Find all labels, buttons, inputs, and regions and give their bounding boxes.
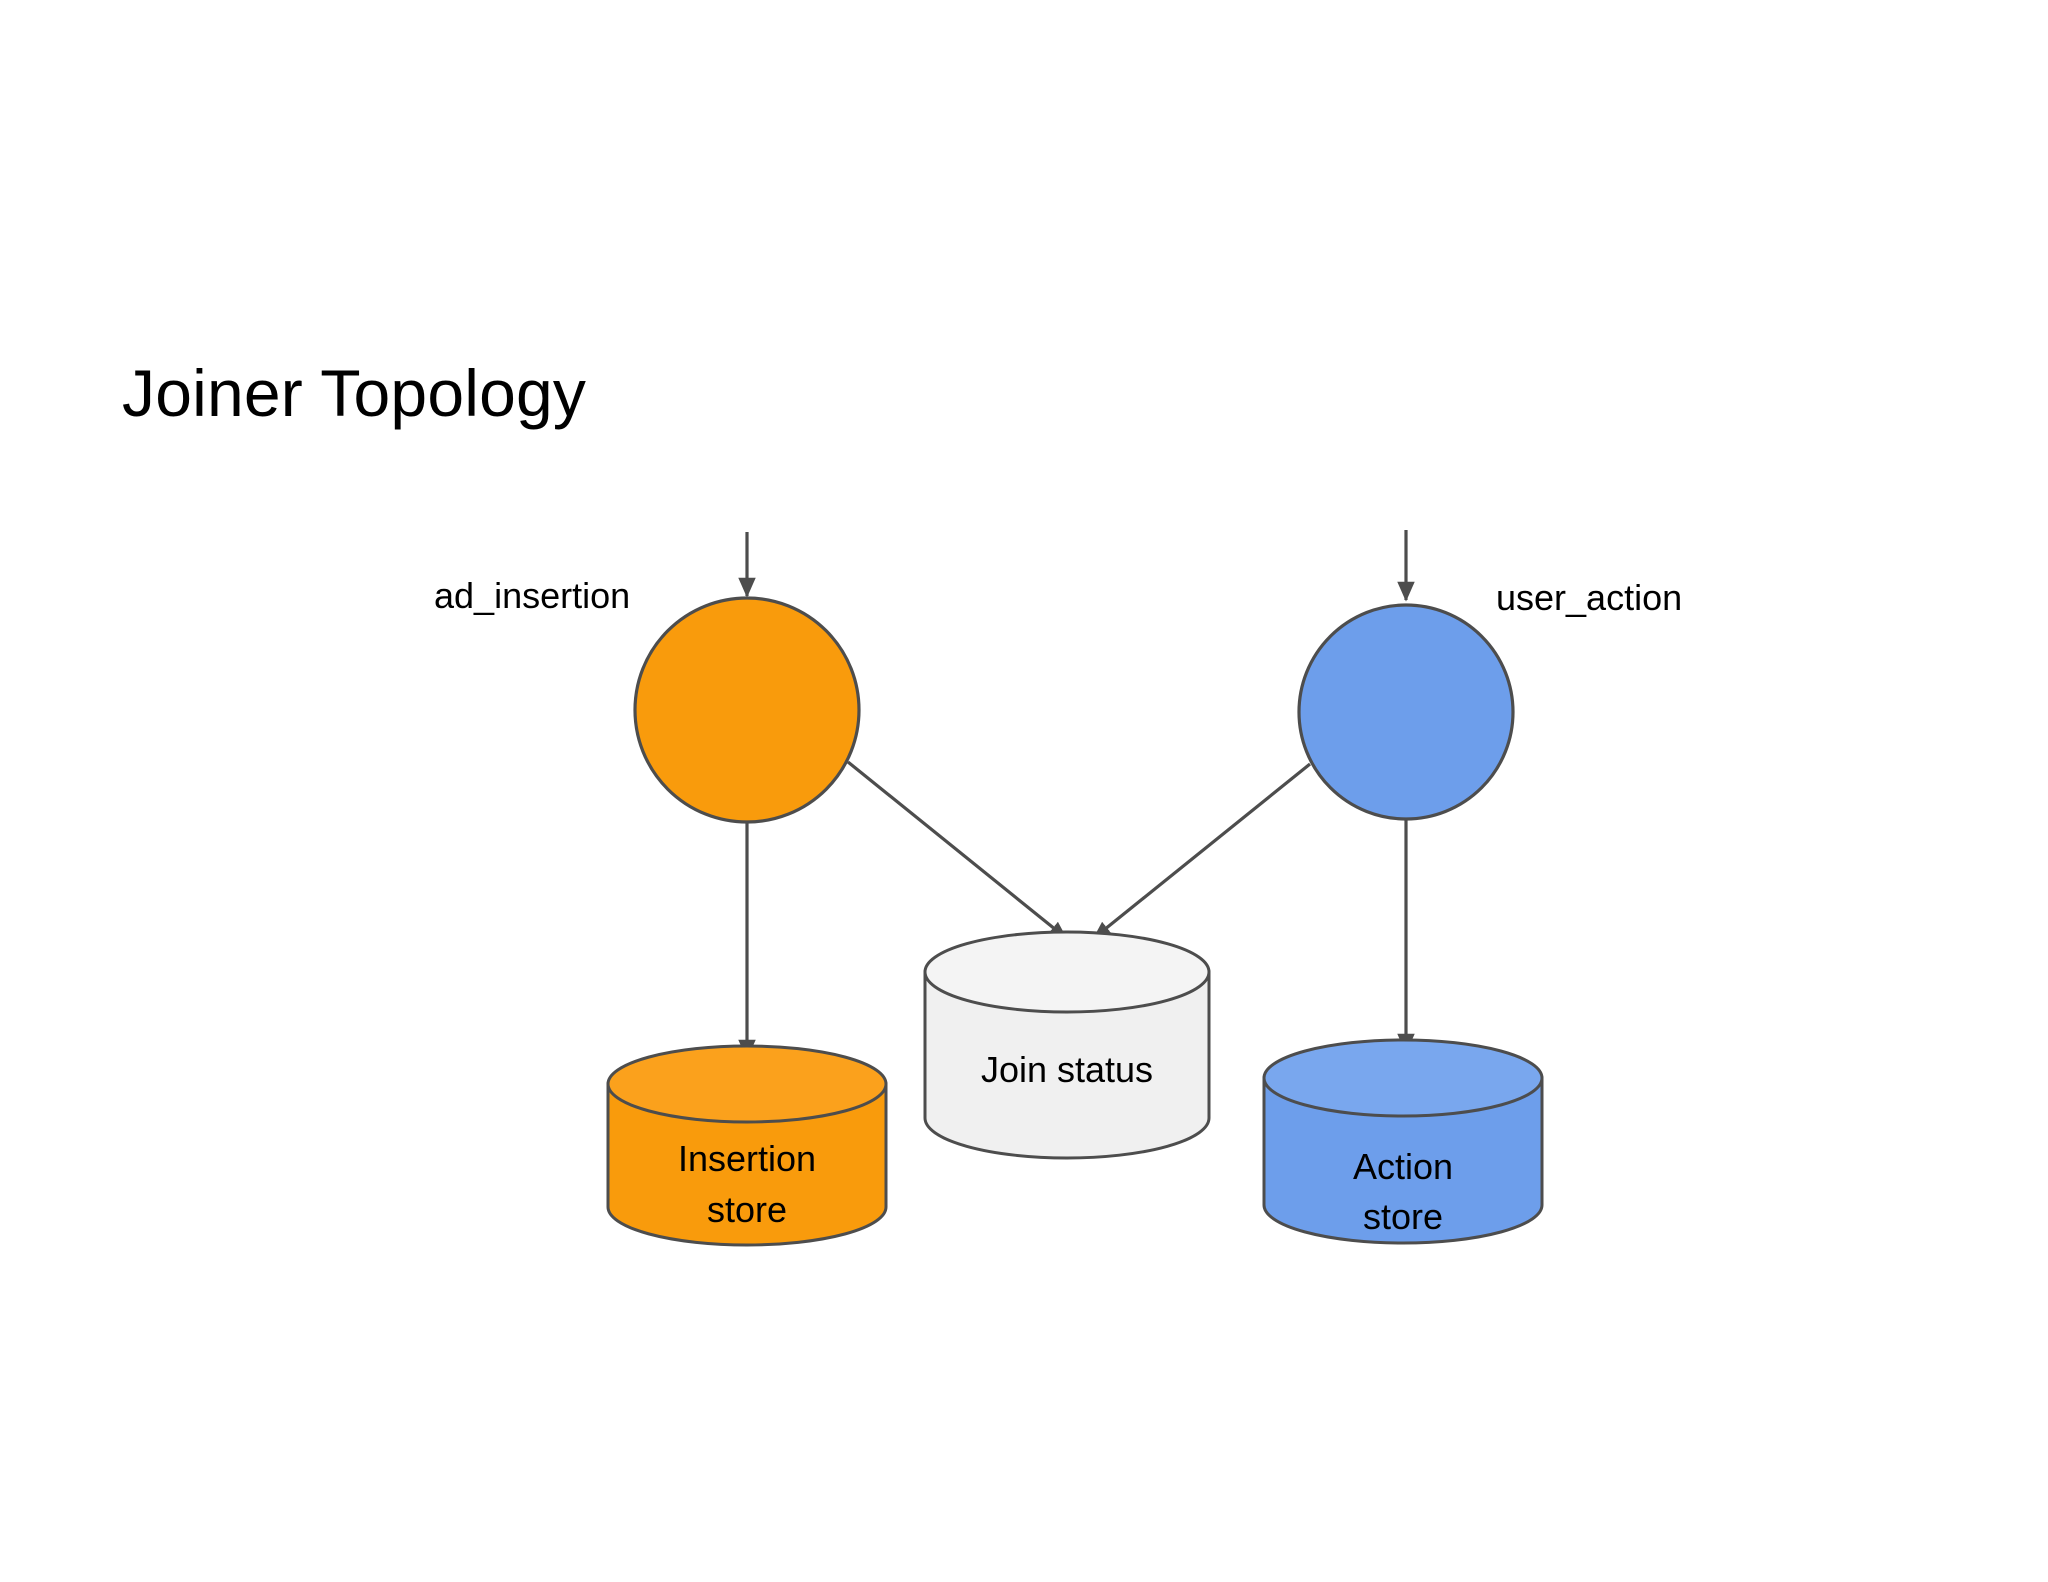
insertion-store-body: [606, 1082, 888, 1247]
node-action-store[interactable]: Action store: [1262, 1038, 1544, 1245]
stream-label-ad-insertion: ad_insertion: [434, 575, 631, 616]
edge-insertion-processor-to-join-status-store: [846, 760, 1068, 940]
insertion-store-top: [606, 1044, 888, 1124]
page-title: Joiner Topology: [122, 356, 587, 430]
node-join-status-store[interactable]: Join status: [923, 930, 1211, 1160]
join-status-store-top: [923, 930, 1211, 1014]
stream-label-user-action: user_action: [1496, 577, 1683, 618]
insertion-store-label-line2: store: [707, 1189, 787, 1230]
insertion-store-label-line1: Insertion: [678, 1138, 816, 1179]
join-status-store-label: Join status: [981, 1049, 1153, 1090]
action-store-label-line1: Action: [1353, 1146, 1453, 1187]
action-store-body: [1262, 1076, 1544, 1245]
edge-action-processor-to-join-status-store: [1092, 762, 1312, 940]
node-insertion-store[interactable]: Insertion store: [606, 1044, 888, 1247]
action-store-label-line2: store: [1363, 1196, 1443, 1237]
node-action-processor[interactable]: [1297, 603, 1515, 821]
join-status-store-body: [923, 970, 1211, 1160]
node-insertion-processor[interactable]: [633, 596, 861, 824]
action-store-top: [1262, 1038, 1544, 1118]
